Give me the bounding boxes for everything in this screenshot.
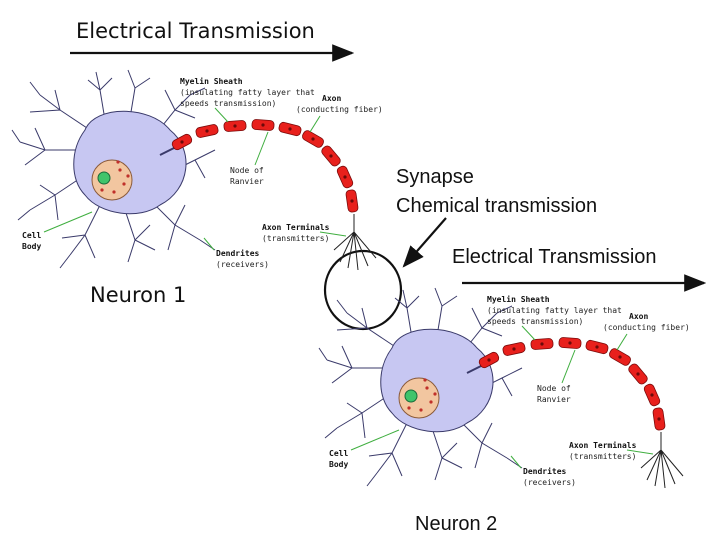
neuron1-dendrites: [11, 69, 216, 269]
neuron2-cell-body-label: Cell: [329, 449, 348, 458]
neuron2-dendrites: [318, 287, 523, 487]
synapse-label: Synapse: [396, 166, 474, 188]
svg-text:(receivers): (receivers): [216, 260, 269, 269]
neuron1-node-title: Node of: [230, 166, 264, 175]
svg-text:speeds transmission): speeds transmission): [180, 99, 276, 108]
svg-text:(insulating fatty layer that: (insulating fatty layer that: [180, 88, 315, 97]
neuron1-myelin-title: Myelin Sheath: [180, 76, 243, 86]
svg-text:Ranvier: Ranvier: [537, 395, 571, 404]
neuron1-axon-title: Axon: [322, 94, 341, 103]
neuron2-nucleolus: [404, 389, 418, 403]
neuron1-dendrites-title: Dendrites: [216, 248, 260, 258]
neuron2-myelin-title: Myelin Sheath: [487, 294, 550, 304]
neuron1-nucleolus: [97, 171, 111, 185]
svg-text:Body: Body: [22, 242, 41, 251]
neuron2-node-title: Node of: [537, 384, 571, 393]
synapse-circle: [323, 249, 403, 331]
neuron1-organelles: [100, 160, 130, 194]
neuron1-axon-terminals: [333, 214, 377, 271]
svg-text:(transmitters): (transmitters): [262, 234, 329, 243]
svg-text:speeds transmission): speeds transmission): [487, 317, 583, 326]
neuron2: Myelin Sheath (insulating fatty layer th…: [318, 287, 690, 489]
svg-text:Body: Body: [329, 460, 348, 469]
right-transmission-label: Electrical Transmission: [452, 246, 657, 268]
neuron1-terminals-title: Axon Terminals: [262, 222, 330, 232]
neuron2-axon-title: Axon: [629, 312, 648, 321]
neuron2-dendrites-title: Dendrites: [523, 466, 567, 476]
synapse-subtitle: Chemical transmission: [396, 195, 597, 217]
neuron2-myelin-sheath: [478, 337, 666, 431]
neuron1-label: Neuron 1: [90, 283, 186, 307]
neuron1-cell-body: [73, 110, 187, 215]
svg-text:(conducting fiber): (conducting fiber): [603, 323, 690, 332]
svg-text:(insulating fatty layer that: (insulating fatty layer that: [487, 306, 622, 315]
neuron2-axon-terminals: [640, 432, 684, 489]
synapse-arrow: [402, 217, 447, 268]
svg-text:(transmitters): (transmitters): [569, 452, 636, 461]
svg-text:(conducting fiber): (conducting fiber): [296, 105, 383, 114]
neuron1: Myelin Sheath (insulating fatty layer th…: [11, 69, 383, 271]
neuron1-myelin-sheath: [171, 119, 359, 213]
neuron2-label: Neuron 2: [415, 513, 497, 535]
top-transmission-label: Electrical Transmission: [76, 19, 315, 43]
neuron2-cell-body: [380, 328, 494, 433]
neuron2-terminals-title: Axon Terminals: [569, 440, 637, 450]
svg-text:Ranvier: Ranvier: [230, 177, 264, 186]
neuron1-cell-body-label: Cell: [22, 231, 41, 240]
svg-text:(receivers): (receivers): [523, 478, 576, 487]
